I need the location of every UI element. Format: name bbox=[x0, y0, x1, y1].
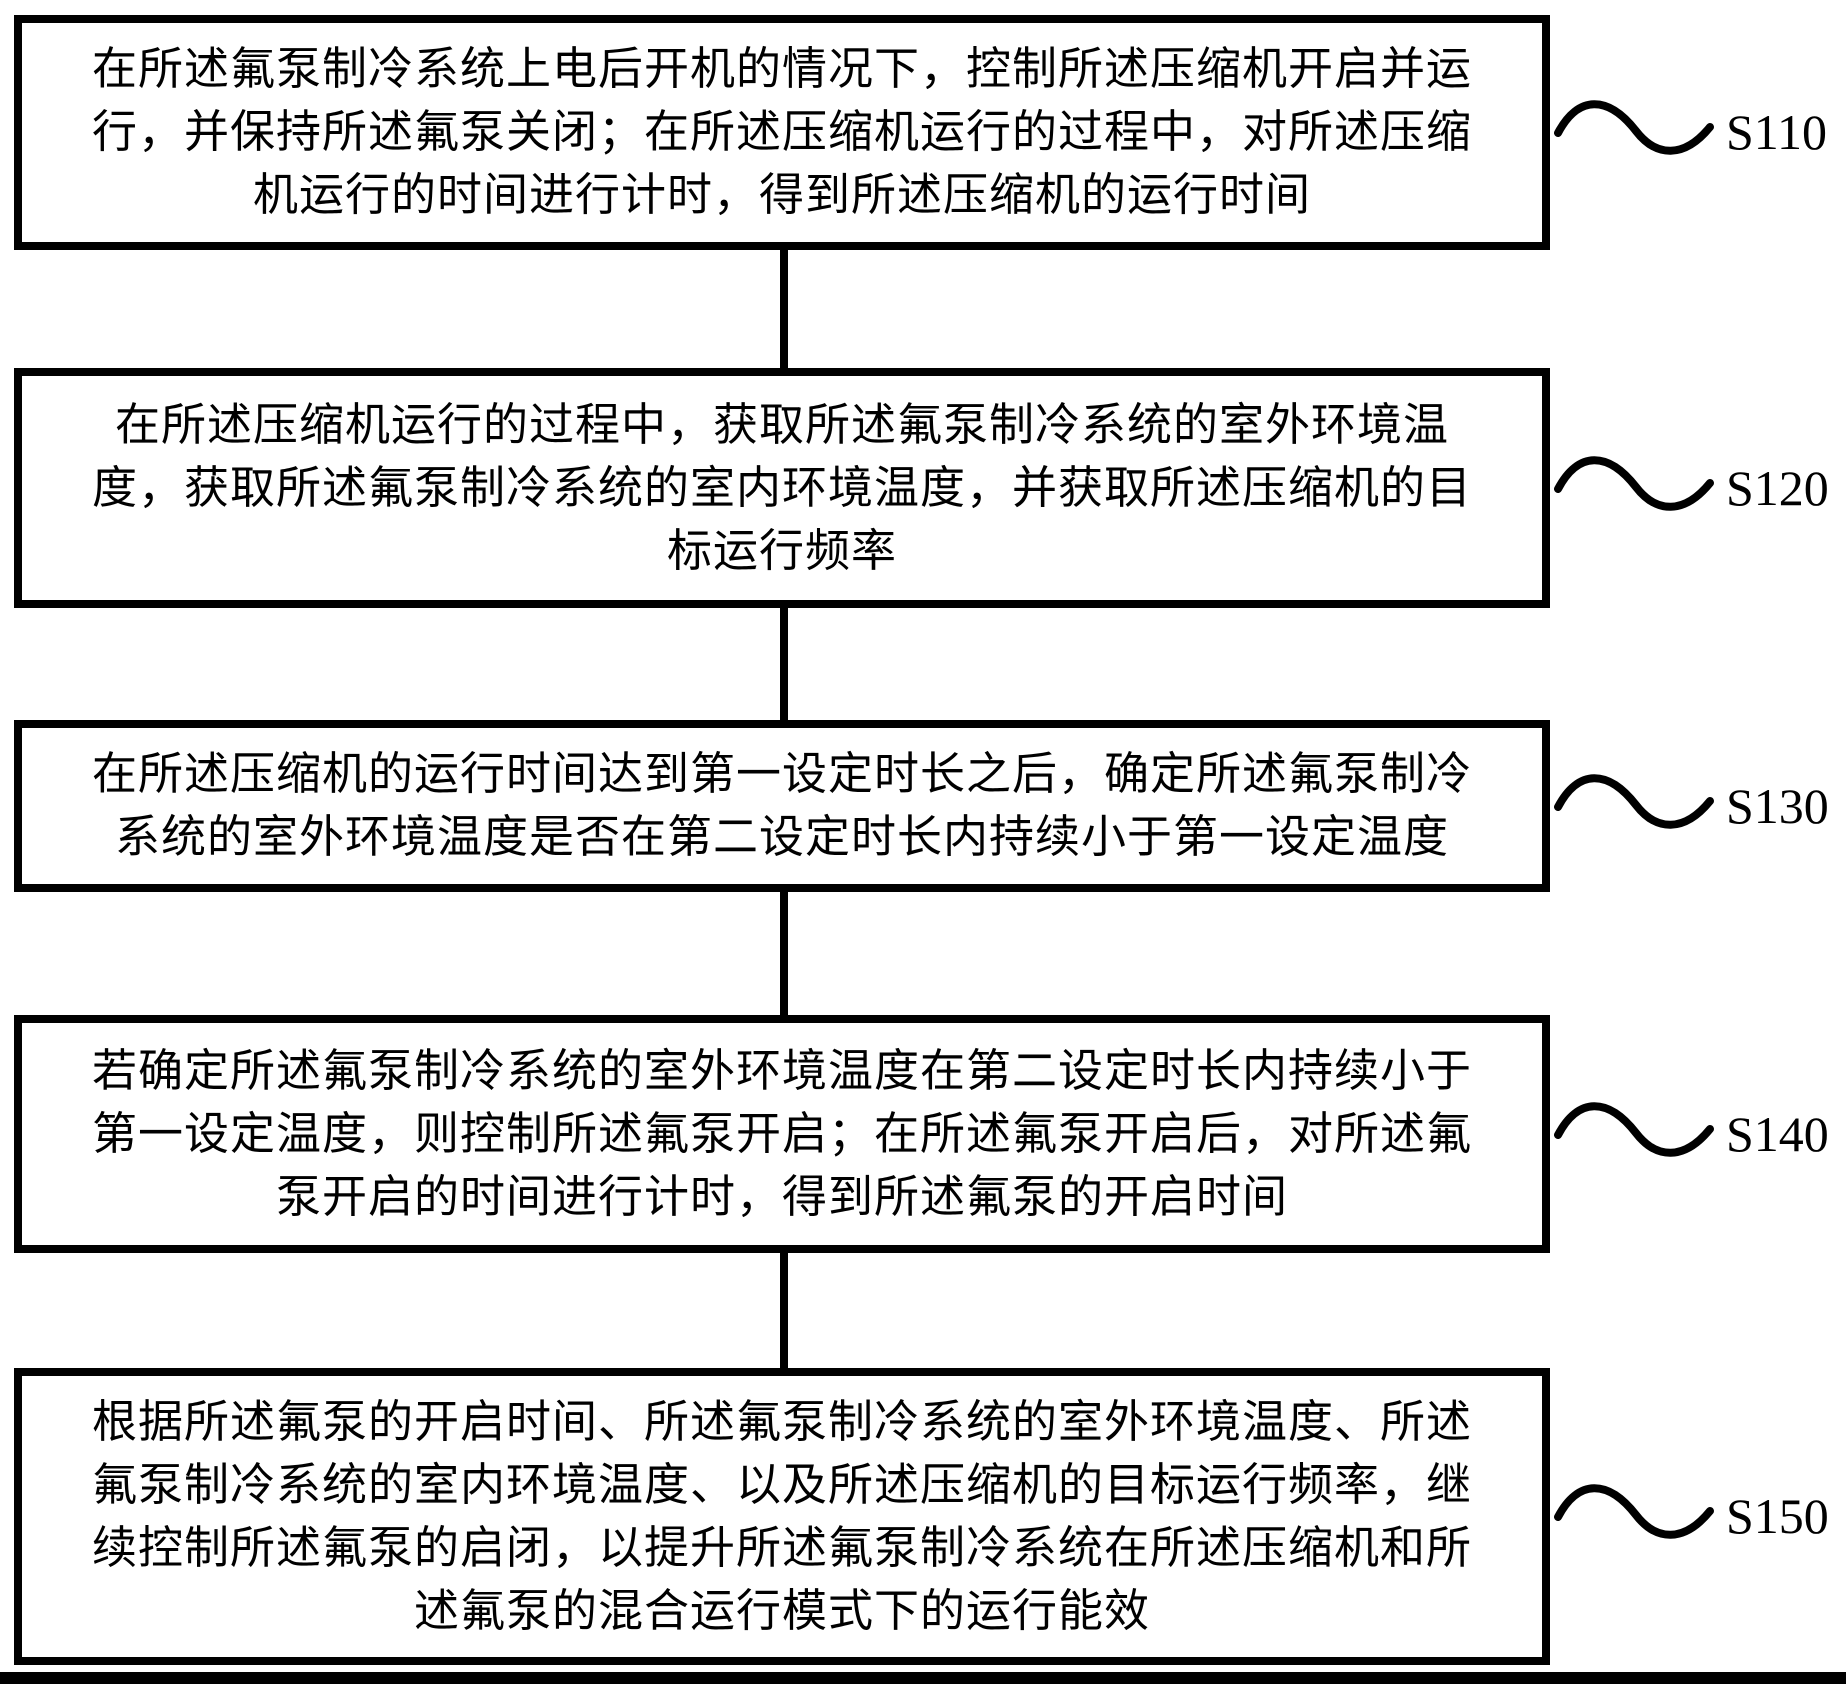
step-tag-s130: S130 bbox=[1552, 761, 1829, 851]
step-text-line: 在所述氟泵制冷系统上电后开机的情况下，控制所述压缩机开启并运 bbox=[91, 44, 1472, 94]
step-label: S140 bbox=[1726, 1106, 1829, 1162]
step-connector-line bbox=[780, 892, 788, 1015]
step-connector-line bbox=[780, 1253, 788, 1368]
step-tag-s120: S120 bbox=[1552, 443, 1829, 533]
step-text-line: 若确定所述氟泵制冷系统的室外环境温度在第二设定时长内持续小于 bbox=[91, 1045, 1472, 1096]
step-text-line: 机运行的时间进行计时，得到所述压缩机的运行时间 bbox=[252, 170, 1311, 220]
step-text-line: 述氟泵的混合运行模式下的运行能效 bbox=[413, 1585, 1150, 1636]
page-bottom-rule bbox=[0, 1672, 1846, 1684]
step-text-line: 度，获取所述氟泵制冷系统的室内环境温度，并获取所述压缩机的目 bbox=[91, 462, 1472, 513]
step-text-line: 第一设定温度，则控制所述氟泵开启；在所述氟泵开启后，对所述氟 bbox=[91, 1108, 1472, 1159]
step-box-s130: 在所述压缩机的运行时间达到第一设定时长之后，确定所述氟泵制冷 系统的室外环境温度… bbox=[14, 720, 1550, 892]
wavy-connector-line bbox=[1554, 1102, 1714, 1157]
step-box-s150: 根据所述氟泵的开启时间、所述氟泵制冷系统的室外环境温度、所述 氟泵制冷系统的室内… bbox=[14, 1368, 1550, 1665]
step-box-s120: 在所述压缩机运行的过程中，获取所述氟泵制冷系统的室外环境温 度，获取所述氟泵制冷… bbox=[14, 368, 1550, 608]
step-text-line: 泵开启的时间进行计时，得到所述氟泵的开启时间 bbox=[275, 1171, 1288, 1222]
step-label: S150 bbox=[1726, 1488, 1829, 1544]
wavy-connector-line bbox=[1554, 774, 1714, 829]
step-tag-s110: S110 bbox=[1552, 87, 1827, 177]
step-text-line: 根据所述氟泵的开启时间、所述氟泵制冷系统的室外环境温度、所述 bbox=[91, 1396, 1472, 1447]
step-text-line: 在所述压缩机的运行时间达到第一设定时长之后，确定所述氟泵制冷 bbox=[91, 749, 1472, 799]
step-text-line: 系统的室外环境温度是否在第二设定时长内持续小于第一设定温度 bbox=[114, 812, 1449, 862]
step-text-line: 标运行频率 bbox=[666, 525, 897, 576]
wavy-connector-line bbox=[1554, 1484, 1714, 1539]
step-text-line: 续控制所述氟泵的启闭，以提升所述氟泵制冷系统在所述压缩机和所 bbox=[91, 1522, 1472, 1573]
step-box-s140: 若确定所述氟泵制冷系统的室外环境温度在第二设定时长内持续小于 第一设定温度，则控… bbox=[14, 1015, 1550, 1253]
step-tag-s150: S150 bbox=[1552, 1471, 1829, 1561]
step-label: S130 bbox=[1726, 778, 1829, 834]
wavy-connector-line bbox=[1554, 456, 1714, 511]
step-text-line: 行，并保持所述氟泵关闭；在所述压缩机运行的过程中，对所述压缩 bbox=[91, 107, 1472, 157]
wavy-connector-line bbox=[1554, 100, 1714, 155]
step-text-line: 氟泵制冷系统的室内环境温度、以及所述压缩机的目标运行频率，继 bbox=[91, 1459, 1472, 1510]
step-connector-line bbox=[780, 250, 788, 368]
step-label: S110 bbox=[1726, 104, 1827, 160]
step-connector-line bbox=[780, 608, 788, 720]
step-text-line: 在所述压缩机运行的过程中，获取所述氟泵制冷系统的室外环境温 bbox=[114, 399, 1449, 450]
step-box-s110: 在所述氟泵制冷系统上电后开机的情况下，控制所述压缩机开启并运 行，并保持所述氟泵… bbox=[14, 15, 1550, 250]
step-tag-s140: S140 bbox=[1552, 1089, 1829, 1179]
step-label: S120 bbox=[1726, 460, 1829, 516]
